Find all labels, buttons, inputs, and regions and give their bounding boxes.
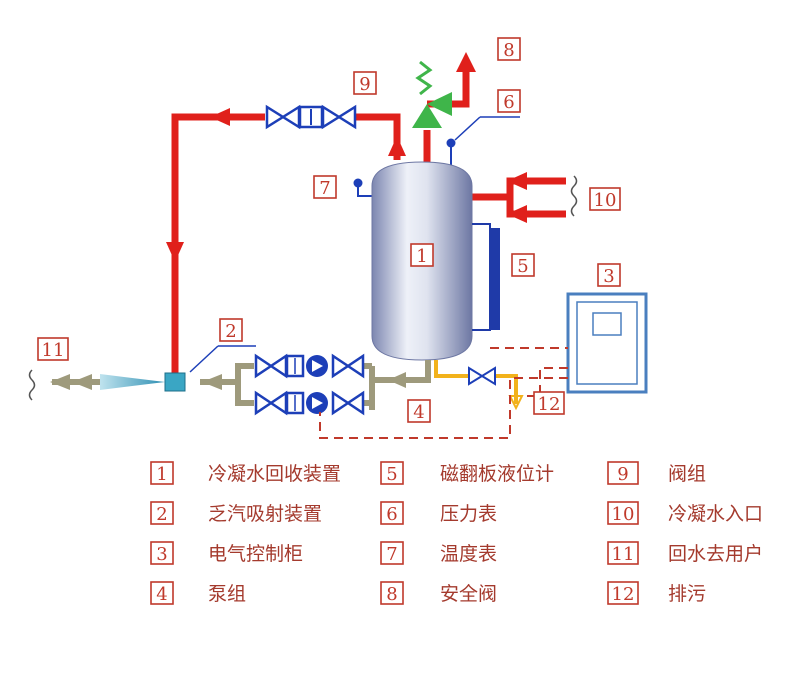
svg-text:8: 8 [503,40,514,61]
svg-text:2: 2 [156,504,167,525]
svg-text:10: 10 [612,504,635,525]
svg-text:11: 11 [42,340,65,361]
svg-text:安全阀: 安全阀 [440,583,497,605]
svg-text:排污: 排污 [668,583,706,605]
svg-text:磁翻板液位计: 磁翻板液位计 [440,463,554,485]
svg-text:1: 1 [416,246,427,267]
control-cabinet-icon [566,292,648,394]
svg-text:5: 5 [386,464,397,485]
svg-text:5: 5 [517,256,528,277]
svg-text:阀组: 阀组 [668,463,706,485]
svg-text:电气控制柜: 电气控制柜 [208,543,303,565]
callout-2: 2 [219,318,243,342]
legend-item: 5 磁翻板液位计 [380,461,554,485]
callout-10: 10 [589,187,621,211]
svg-text:7: 7 [319,178,330,199]
callout-3: 3 [597,263,621,287]
legend-item: 4 泵组 [150,581,246,605]
thermometer-icon [353,178,372,197]
svg-text:8: 8 [386,584,397,605]
ejector-icon [28,345,256,401]
legend-item: 2 乏汽吸射装置 [150,501,322,525]
svg-text:3: 3 [156,544,167,565]
legend: 1 冷凝水回收装置 2 乏汽吸射装置 3 电气控制柜 4 泵组 5 磁翻板液位计… [150,461,763,605]
svg-text:冷凝水回收装置: 冷凝水回收装置 [208,463,341,485]
level-gauge-icon [472,223,500,331]
svg-text:11: 11 [612,544,635,565]
svg-text:乏汽吸射装置: 乏汽吸射装置 [208,503,322,525]
svg-text:6: 6 [503,92,514,113]
callout-5: 5 [511,253,535,277]
svg-text:9: 9 [617,464,628,485]
steam-return-pipe [166,108,406,373]
callout-1: 1 [410,243,434,267]
legend-item: 6 压力表 [380,501,497,525]
callout-11: 11 [37,337,69,361]
svg-text:回水去用户: 回水去用户 [668,543,763,565]
pump-icon [254,390,365,416]
signal-lines [319,347,568,439]
legend-item: 11 回水去用户 [607,541,763,565]
svg-text:10: 10 [594,190,617,211]
svg-text:4: 4 [156,584,167,605]
legend-item: 12 排污 [607,581,706,605]
callout-12: 12 [533,391,565,415]
svg-text:压力表: 压力表 [440,503,497,525]
svg-text:6: 6 [386,504,397,525]
svg-text:4: 4 [413,402,424,423]
callout-8: 8 [497,37,521,61]
legend-item: 8 安全阀 [380,581,497,605]
legend-item: 9 阀组 [607,461,706,485]
safety-valve-icon [412,52,476,162]
legend-item: 10 冷凝水入口 [607,501,763,525]
svg-text:9: 9 [359,74,370,95]
callout-7: 7 [313,175,337,199]
callout-4: 4 [407,399,431,423]
callout-6: 6 [497,89,521,113]
svg-text:12: 12 [538,394,561,415]
legend-item: 3 电气控制柜 [150,541,303,565]
svg-text:冷凝水入口: 冷凝水入口 [668,503,763,525]
condensate-inlet-pipe [472,172,578,223]
svg-text:3: 3 [603,266,614,287]
legend-item: 7 温度表 [380,541,497,565]
svg-text:2: 2 [225,321,236,342]
svg-text:7: 7 [386,544,397,565]
svg-text:泵组: 泵组 [208,583,246,605]
svg-text:1: 1 [156,464,167,485]
pressure-gauge-icon [446,116,520,165]
svg-text:12: 12 [612,584,635,605]
drain-pipe [434,360,524,411]
pump-icon [254,353,365,379]
svg-text:温度表: 温度表 [440,543,497,565]
callout-9: 9 [353,71,377,95]
legend-item: 1 冷凝水回收装置 [150,461,341,485]
valve-group-icon [265,104,357,130]
